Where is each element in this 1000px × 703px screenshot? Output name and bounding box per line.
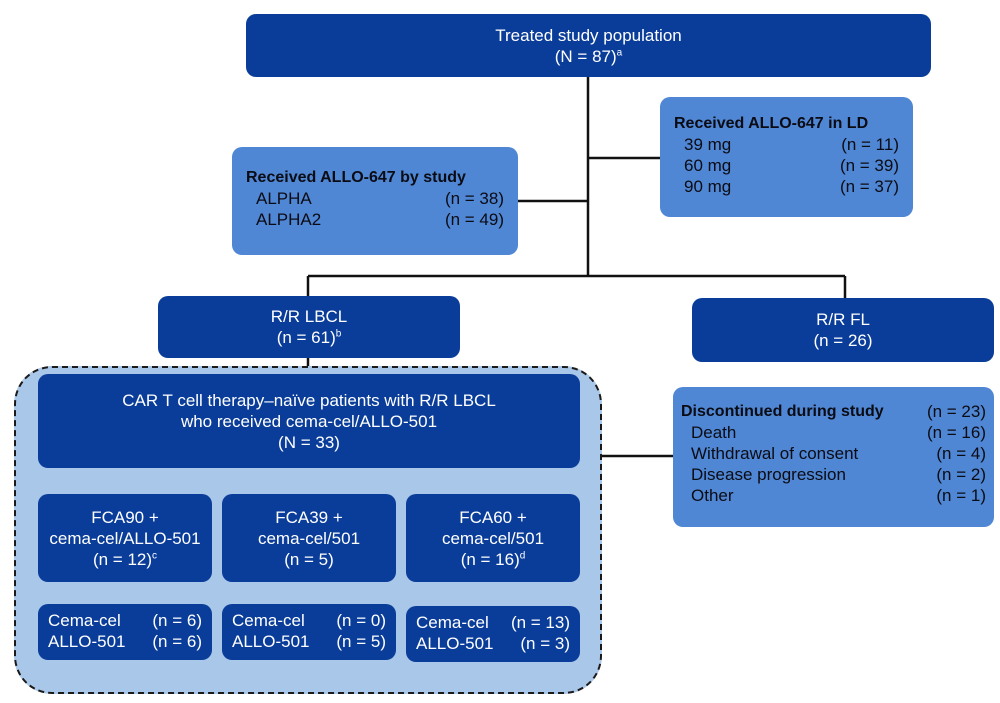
fl-count: (n = 26) — [813, 331, 873, 350]
in-ld-row: 90 mg(n = 37) — [684, 177, 899, 196]
arm-title: FCA90 + — [91, 507, 159, 527]
lbcl-title: R/R LBCL — [270, 307, 348, 326]
treated-population-count: (N = 87)a — [554, 46, 623, 66]
arm-product: cema-cel/501 — [441, 528, 545, 548]
arm-count: (n = 5) — [284, 549, 334, 569]
arm-title: FCA39 + — [275, 507, 343, 527]
sub-row: Cema-cel(n = 6) — [48, 611, 202, 630]
car-t-naive-count: (N = 33) — [278, 432, 340, 452]
arm-fca60-box: FCA60 + cema-cel/501 (n = 16)d — [406, 494, 580, 582]
lbcl-box: R/R LBCL (n = 61)b — [158, 296, 460, 358]
discontinued-row: Death(n = 16) — [691, 423, 986, 442]
fl-title: R/R FL — [816, 310, 870, 329]
arm-product: cema-cel/501 — [257, 528, 361, 548]
treated-population-title: Treated study population — [495, 25, 682, 45]
arm-count: (n = 12)c — [92, 549, 158, 569]
discontinued-row: Withdrawal of consent(n = 4) — [691, 444, 986, 463]
by-study-title: Received ALLO-647 by study — [246, 169, 466, 186]
sub-row: Cema-cel(n = 13) — [416, 613, 570, 632]
discontinued-row: Disease progression(n = 2) — [691, 465, 986, 484]
in-ld-box: Received ALLO-647 in LD 39 mg(n = 11) 60… — [660, 97, 913, 217]
in-ld-row: 60 mg(n = 39) — [684, 156, 899, 175]
sub-row: ALLO-501(n = 3) — [416, 634, 570, 653]
by-study-box: Received ALLO-647 by study ALPHA(n = 38)… — [232, 147, 518, 255]
arm-fca39-box: FCA39 + cema-cel/501 (n = 5) — [222, 494, 396, 582]
arm-fca39-sub-box: Cema-cel(n = 0) ALLO-501(n = 5) — [222, 604, 396, 660]
sub-row: Cema-cel(n = 0) — [232, 611, 386, 630]
discontinued-box: Discontinued during study (n = 23) Death… — [673, 387, 994, 527]
car-t-naive-box: CAR T cell therapy–naïve patients with R… — [38, 374, 580, 468]
car-t-naive-line1: CAR T cell therapy–naïve patients with R… — [122, 390, 496, 410]
fl-box: R/R FL (n = 26) — [692, 298, 994, 362]
discontinued-header: Discontinued during study (n = 23) — [681, 401, 986, 422]
arm-fca90-box: FCA90 + cema-cel/ALLO-501 (n = 12)c — [38, 494, 212, 582]
arm-title: FCA60 + — [459, 507, 527, 527]
by-study-row: ALPHA(n = 38) — [256, 189, 504, 208]
car-t-naive-line2: who received cema-cel/ALLO-501 — [180, 411, 438, 431]
discontinued-total: (n = 23) — [926, 402, 986, 421]
by-study-row: ALPHA2(n = 49) — [256, 210, 504, 229]
arm-fca90-sub-box: Cema-cel(n = 6) ALLO-501(n = 6) — [38, 604, 212, 660]
discontinued-row: Other(n = 1) — [691, 486, 986, 505]
sub-row: ALLO-501(n = 5) — [232, 632, 386, 651]
sub-row: ALLO-501(n = 6) — [48, 632, 202, 651]
in-ld-title: Received ALLO-647 in LD — [674, 115, 869, 132]
treated-population-box: Treated study population (N = 87)a — [246, 14, 931, 77]
in-ld-row: 39 mg(n = 11) — [684, 135, 899, 154]
arm-product: cema-cel/ALLO-501 — [49, 528, 201, 548]
lbcl-count: (n = 61)b — [276, 328, 342, 347]
arm-fca60-sub-box: Cema-cel(n = 13) ALLO-501(n = 3) — [406, 606, 580, 662]
arm-count: (n = 16)d — [460, 549, 526, 569]
discontinued-title: Discontinued during study — [681, 403, 884, 420]
